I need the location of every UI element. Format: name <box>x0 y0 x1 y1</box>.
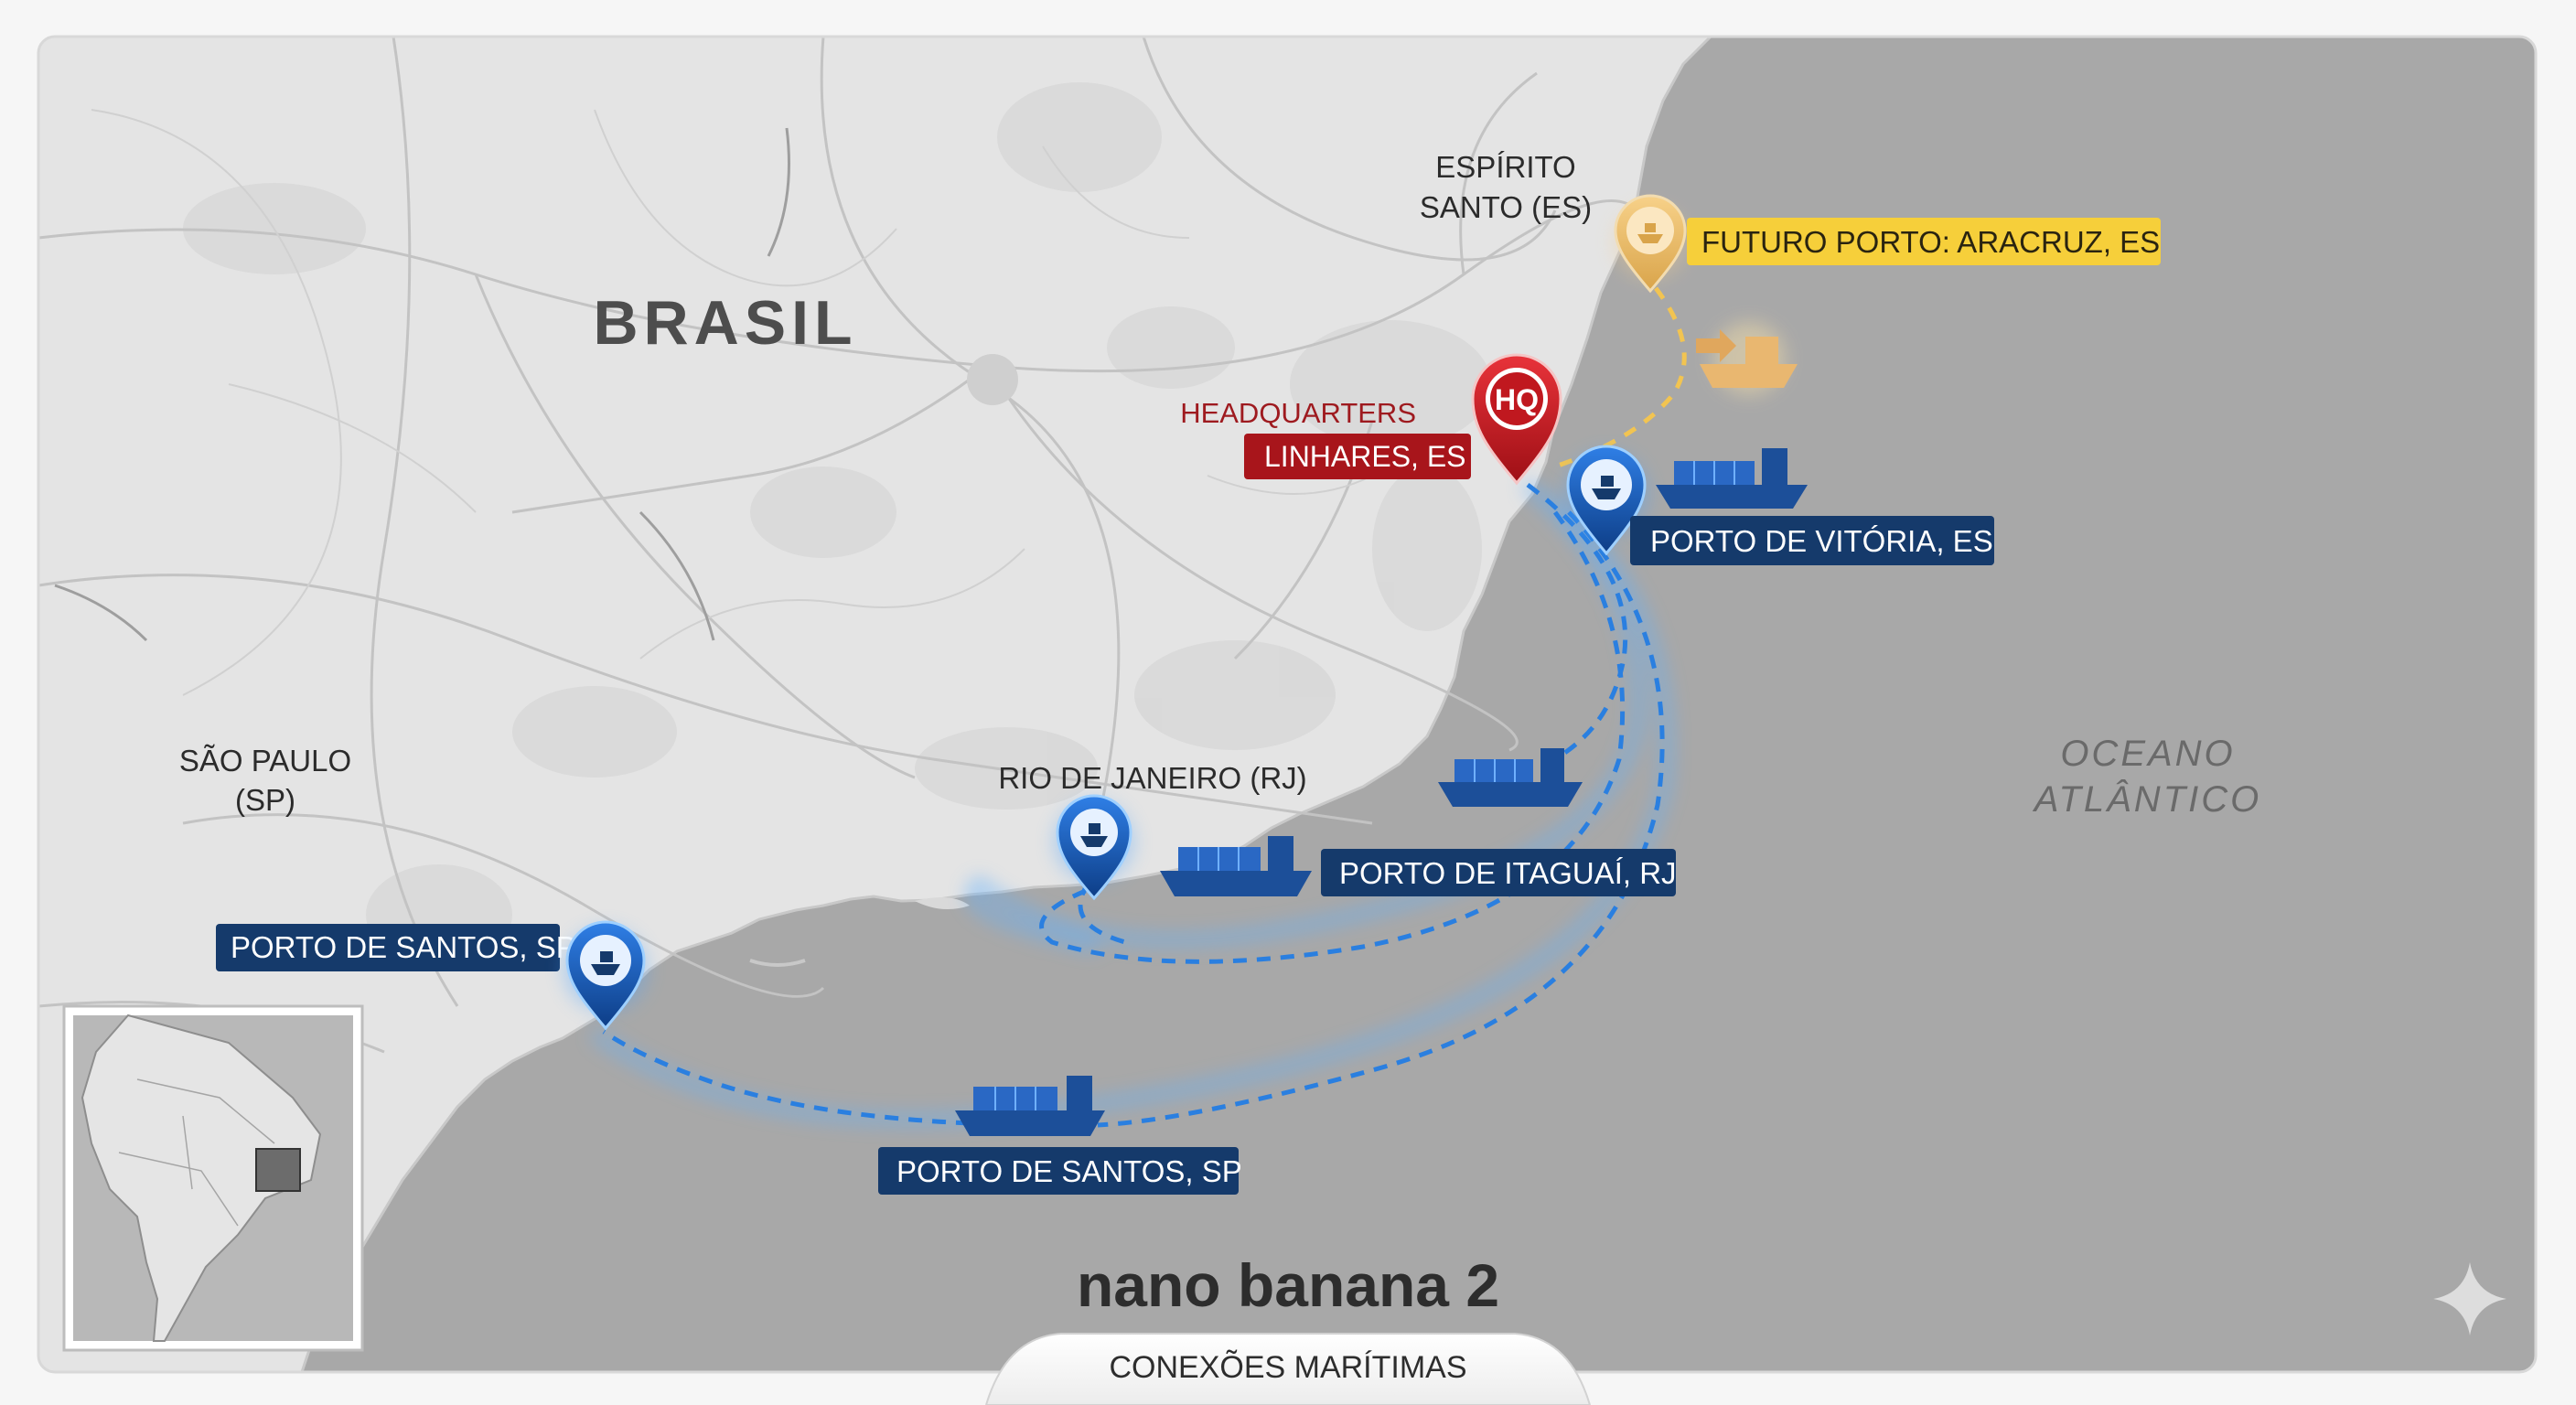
ocean-label-1: OCEANO <box>2060 734 2235 774</box>
state-sp-label-1: SÃO PAULO <box>179 744 351 778</box>
hq-location-text: LINHARES, ES <box>1264 440 1466 473</box>
future-ship-icon <box>1696 322 1798 395</box>
cargo-ship-icon <box>1160 836 1312 896</box>
santos-port-label: PORTO DE SANTOS, SP <box>216 924 576 971</box>
state-sp-label-2: (SP) <box>235 783 295 817</box>
city-marker <box>967 354 1018 405</box>
itaguai-port-label: PORTO DE ITAGUAÍ, RJ <box>1321 849 1677 896</box>
route-itaguai-link <box>1078 881 1126 945</box>
inset-region-highlight <box>255 1148 301 1192</box>
terrain-shading <box>183 82 1491 965</box>
hq-title: HEADQUARTERS <box>1180 397 1416 429</box>
secondary-roads <box>91 109 1373 696</box>
future-port-pin[interactable] <box>1614 194 1687 294</box>
inset-continent <box>80 1014 322 1342</box>
cargo-ship-icon <box>1438 748 1583 807</box>
santos-port-pin[interactable] <box>564 920 648 1031</box>
hq-pin[interactable]: HQ <box>1471 353 1562 486</box>
island <box>915 897 970 909</box>
ship-pin-icon <box>1080 836 1108 847</box>
hq-badge: HQ <box>1495 383 1539 416</box>
rivers <box>54 127 790 642</box>
state-es-label-2: SANTO (ES) <box>1420 190 1592 224</box>
santos-port-marker-text: PORTO DE SANTOS, SP <box>231 930 576 964</box>
santos-ship-label: PORTO DE SANTOS, SP <box>878 1147 1242 1195</box>
coast-detail <box>749 959 806 967</box>
future-port-label: FUTURO PORTO: ARACRUZ, ES <box>1687 218 2161 265</box>
brand-logo: nano banana 2 <box>1077 1251 1499 1319</box>
itaguai-port-text: PORTO DE ITAGUAÍ, RJ <box>1339 856 1677 890</box>
state-rj-label: RIO DE JANEIRO (RJ) <box>998 761 1306 795</box>
inset-map <box>62 1004 364 1352</box>
subtitle-tab: CONEXÕES MARÍTIMAS <box>984 1333 1592 1405</box>
santos-ship-text: PORTO DE SANTOS, SP <box>896 1154 1242 1188</box>
map-area <box>38 37 2536 1372</box>
cargo-ship-icon <box>1656 448 1808 509</box>
route-glow <box>591 479 1673 1125</box>
ocean-label-2: ATLÂNTICO <box>2033 778 2262 820</box>
ship-pin-icon <box>1592 488 1621 499</box>
country-label: BRASIL <box>593 288 857 358</box>
shipping-routes <box>602 483 1665 1128</box>
sparkle-icon <box>2433 1262 2506 1335</box>
rio-port-pin[interactable] <box>1054 794 1134 901</box>
ship-pin-icon <box>591 964 620 975</box>
vitoria-port-label: PORTO DE VITÓRIA, ES <box>1630 516 1994 565</box>
subtitle-text: CONEXÕES MARÍTIMAS <box>1109 1350 1466 1385</box>
ship-pin-icon <box>1637 234 1663 243</box>
vitoria-port-text: PORTO DE VITÓRIA, ES <box>1650 524 1993 558</box>
hq-location-label: LINHARES, ES <box>1244 434 1471 479</box>
vitoria-port-pin[interactable] <box>1564 445 1648 556</box>
future-port-text: FUTURO PORTO: ARACRUZ, ES <box>1701 225 2160 259</box>
cargo-ship-icon <box>955 1076 1105 1136</box>
state-es-label-1: ESPÍRITO <box>1435 150 1575 184</box>
